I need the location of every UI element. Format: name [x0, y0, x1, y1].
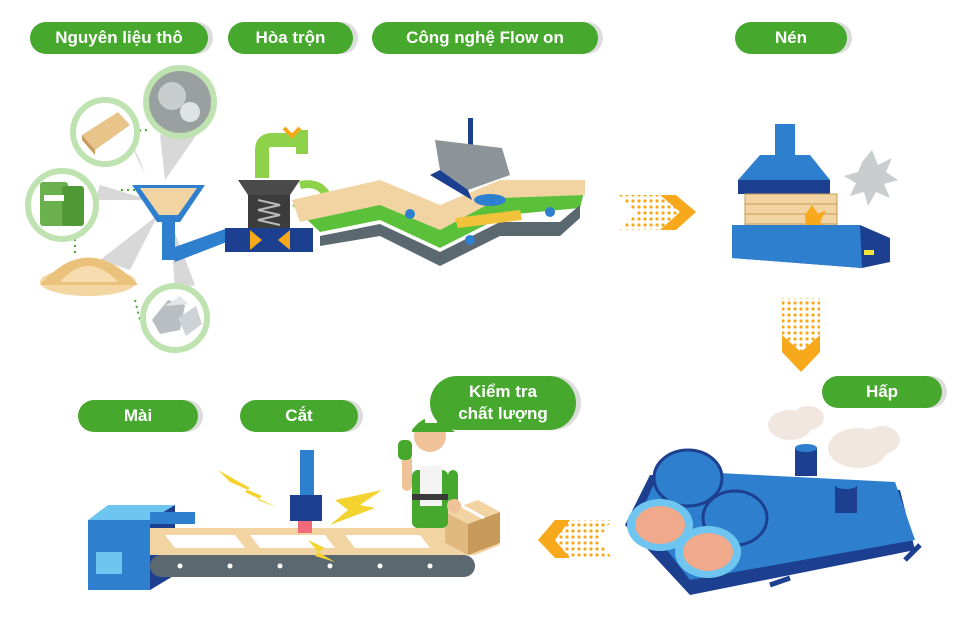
arrow-right-icon	[618, 195, 696, 230]
steam-autoclave	[625, 406, 922, 595]
steam-cloud-icon	[768, 406, 900, 468]
step-label-raw-materials: Nguyên liệu thô	[30, 22, 208, 54]
step-label-grinding: Mài	[78, 400, 198, 432]
worker-icon	[398, 417, 461, 528]
cutting-grinding-line	[88, 450, 500, 590]
arrow-left-icon	[538, 520, 612, 558]
flow-on-conveyor	[292, 118, 585, 266]
press-machine	[732, 124, 898, 268]
wood-chip-icon	[70, 97, 140, 167]
cement-bag-icon	[25, 168, 99, 242]
step-label-steaming: Hấp	[822, 376, 942, 408]
lightning-icon	[218, 470, 382, 562]
step-label-flow-on: Công nghệ Flow on	[372, 22, 598, 54]
sand-pile-icon	[40, 257, 138, 296]
raw-materials-group	[25, 65, 232, 353]
step-label-quality-check: Kiểm tra chất lượng	[430, 376, 576, 430]
step-label-mixing: Hòa trộn	[228, 22, 353, 54]
mixer-machine	[225, 126, 340, 252]
step-label-pressing: Nén	[735, 22, 847, 54]
stone-icon	[140, 283, 210, 353]
hopper	[132, 185, 232, 262]
fiber-icon	[143, 65, 217, 139]
arrow-down-icon	[782, 298, 820, 372]
box-icon	[445, 500, 500, 555]
step-label-cutting: Cắt	[240, 400, 358, 432]
